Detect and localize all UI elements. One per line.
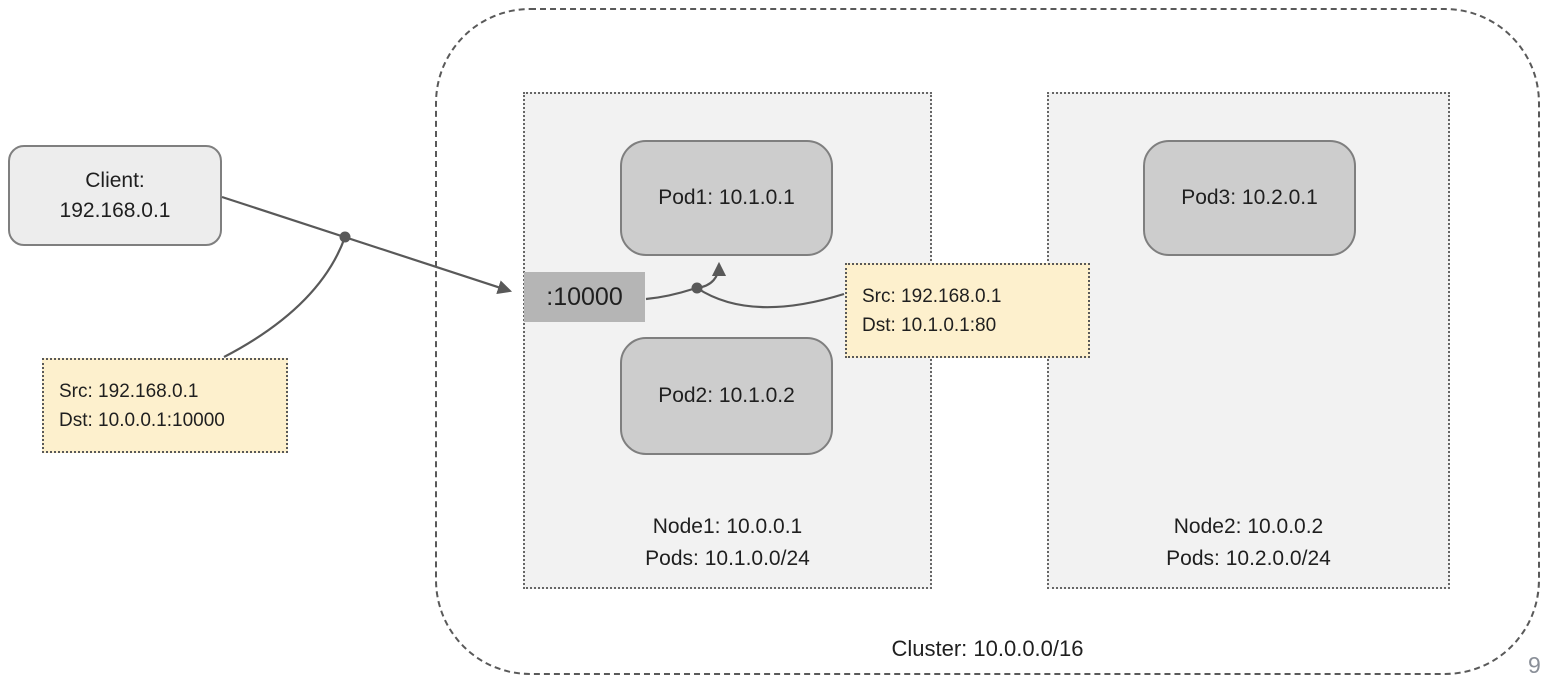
pod3-box: Pod3: 10.2.0.1 <box>1143 140 1356 256</box>
packet-note-dnat: Src: 192.168.0.1 Dst: 10.1.0.1:80 <box>845 263 1090 358</box>
pod2-box: Pod2: 10.1.0.2 <box>620 337 833 455</box>
junction-to-note1-curve <box>223 236 347 358</box>
node1-label-line1: Node1: 10.0.0.1 <box>652 515 803 538</box>
packet-note-client: Src: 192.168.0.1 Dst: 10.0.0.1:10000 <box>42 358 288 453</box>
pod1-box: Pod1: 10.1.0.1 <box>620 140 833 256</box>
packet-note-client-src: Src: 192.168.0.1 <box>59 380 199 402</box>
node1-label: Node1: 10.0.0.1 Pods: 10.1.0.0/24 <box>525 511 930 575</box>
node2-label-line1: Node2: 10.0.0.2 <box>1173 515 1324 538</box>
packet-note-client-dst: Dst: 10.0.0.1:10000 <box>59 409 225 431</box>
page-number: 9 <box>1528 652 1541 678</box>
client-label-line2: 192.168.0.1 <box>59 198 171 222</box>
nodeport-badge: :10000 <box>524 272 645 322</box>
node2-label: Node2: 10.0.0.2 Pods: 10.2.0.0/24 <box>1049 511 1448 575</box>
node2-label-line2: Pods: 10.2.0.0/24 <box>1166 547 1331 570</box>
packet-note-dnat-dst: Dst: 10.1.0.1:80 <box>862 314 997 336</box>
node1-label-line2: Pods: 10.1.0.0/24 <box>645 547 810 570</box>
junction-dot-1 <box>339 231 351 243</box>
client-box: Client: 192.168.0.1 <box>8 145 222 246</box>
cluster-label: Cluster: 10.0.0.0/16 <box>891 636 1084 661</box>
client-label-line1: Client: <box>85 168 145 192</box>
packet-note-dnat-src: Src: 192.168.0.1 <box>862 285 1002 307</box>
